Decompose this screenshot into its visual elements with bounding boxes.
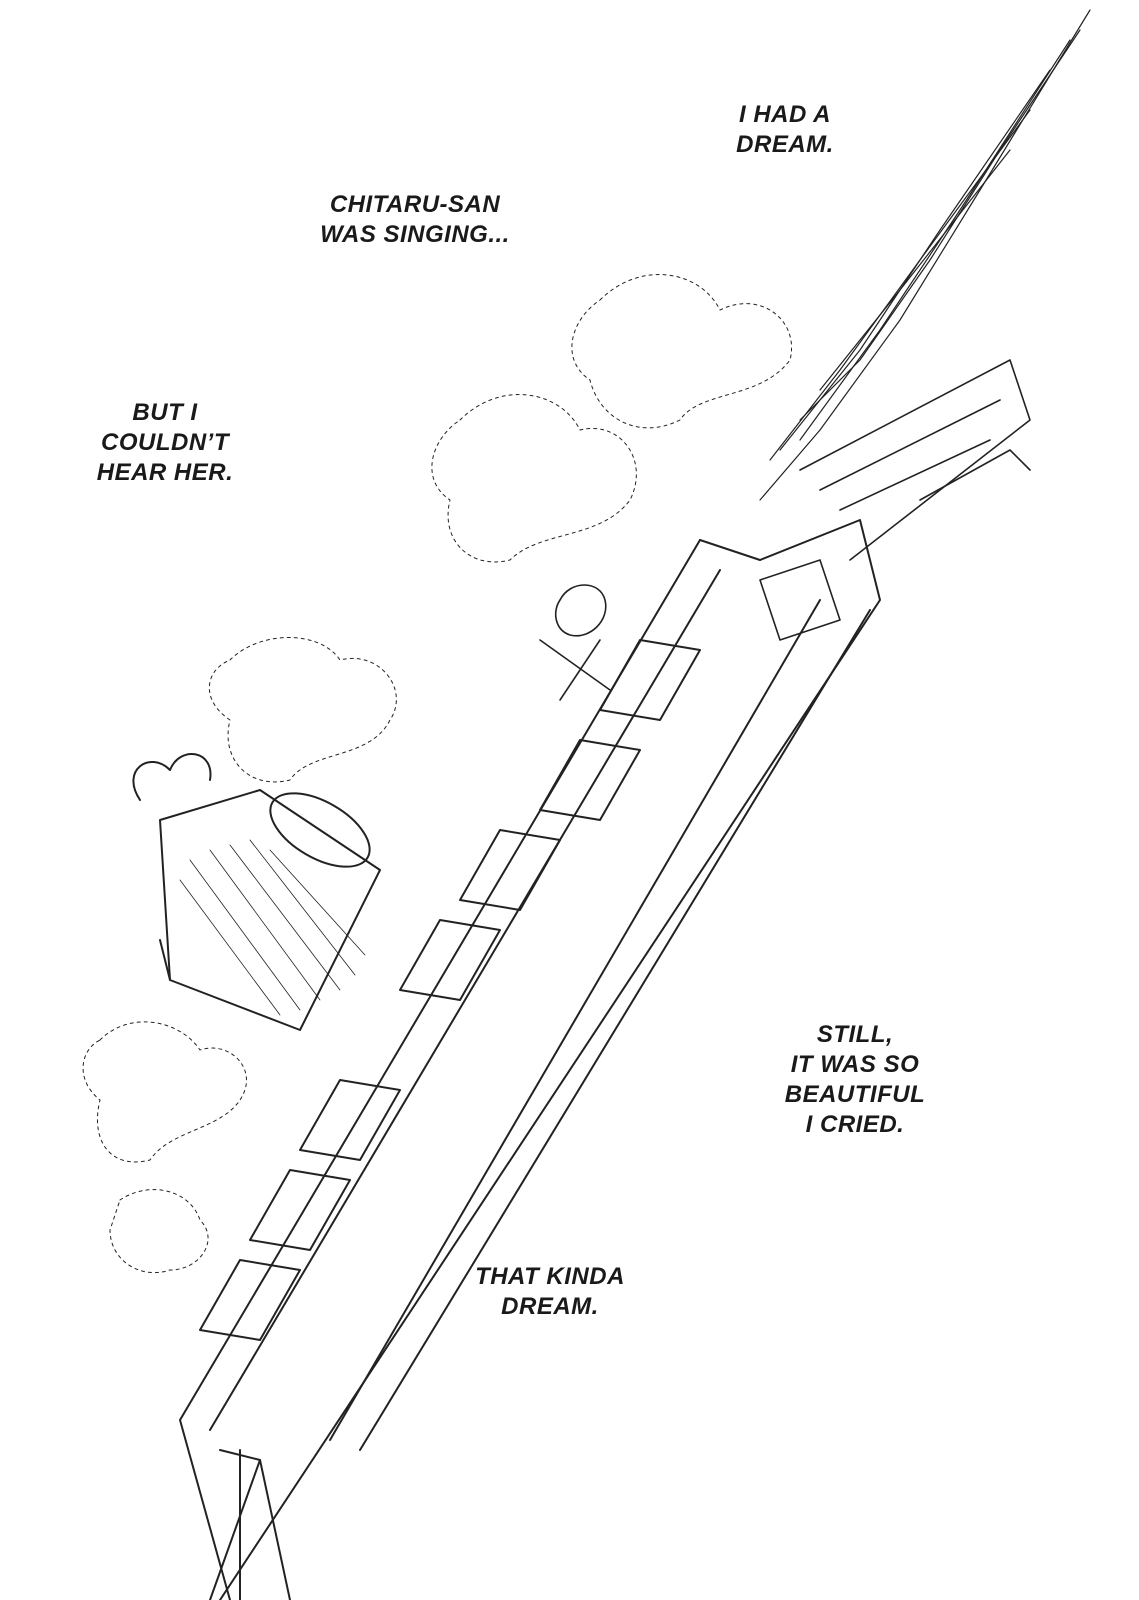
figure-silhouette bbox=[539, 584, 611, 701]
caption-line: DREAM. bbox=[501, 1293, 599, 1320]
tree-line-hatching bbox=[759, 9, 1091, 501]
caption-line: WAS SINGING... bbox=[320, 221, 510, 248]
caption-line: BEAUTIFUL bbox=[784, 1081, 926, 1108]
caption-line: THAT KINDA bbox=[475, 1263, 625, 1290]
rooftop-tank bbox=[132, 753, 381, 1031]
caption-line: BUT I bbox=[132, 399, 198, 426]
caption-singing: CHITARU-SAN WAS SINGING... bbox=[320, 190, 510, 250]
caption-line: COULDN’T bbox=[101, 429, 229, 456]
train-car bbox=[179, 519, 881, 1600]
caption-that-kinda-dream: THAT KINDA DREAM. bbox=[465, 1262, 635, 1322]
caption-line: IT WAS SO bbox=[790, 1051, 920, 1078]
caption-line: I CRIED. bbox=[805, 1111, 905, 1138]
caption-line: I HAD A bbox=[739, 101, 831, 128]
caption-dream: I HAD A DREAM. bbox=[700, 100, 870, 160]
caption-beautiful: STILL, IT WAS SO BEAUTIFUL I CRIED. bbox=[770, 1020, 940, 1140]
caption-couldnt-hear: BUT I COULDN’T HEAR HER. bbox=[80, 398, 250, 488]
overhead-structure bbox=[759, 359, 1031, 641]
clouds bbox=[82, 274, 792, 1274]
tank-hatching bbox=[179, 839, 366, 1016]
caption-line: HEAR HER. bbox=[96, 459, 234, 486]
caption-line: DREAM. bbox=[736, 131, 834, 158]
caption-line: CHITARU-SAN bbox=[329, 191, 501, 218]
caption-line: STILL, bbox=[816, 1021, 894, 1048]
